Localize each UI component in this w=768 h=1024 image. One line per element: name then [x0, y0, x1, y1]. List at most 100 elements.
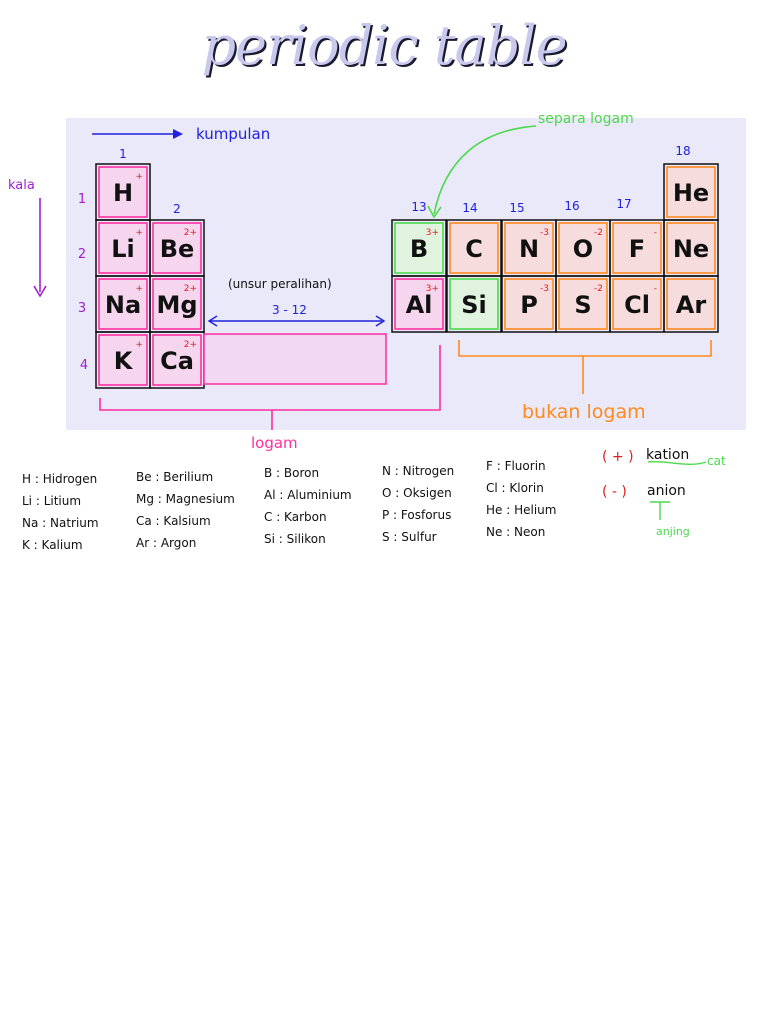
cell-fill: [666, 166, 716, 218]
legend-column-4: N : Nitrogen O : Oksigen P : Fosforus S …: [382, 460, 454, 548]
element-symbol: B: [410, 235, 428, 263]
element-symbol: H: [113, 179, 133, 207]
transition-arrow-left: [207, 315, 218, 327]
group-number: 15: [509, 201, 524, 215]
element-symbol: Be: [160, 235, 195, 263]
legend-entry: Mg : Magnesium: [136, 492, 235, 506]
element-cell-ne: Ne: [663, 219, 719, 277]
period-number: 3: [78, 301, 86, 316]
legend-column-3: B : Boron Al : Aluminium C : Karbon Si :…: [264, 462, 352, 550]
group-axis-label: kumpulan: [196, 125, 270, 143]
element-charge: -2: [594, 228, 603, 238]
element-symbol: P: [520, 291, 538, 319]
element-cell-f: F-: [609, 219, 665, 277]
positive-word: kation: [646, 447, 689, 463]
cell-outline: [446, 275, 502, 333]
group-number: 17: [616, 197, 631, 211]
positive-sign: ( + ): [602, 449, 634, 465]
group-arrowhead: [173, 129, 183, 139]
element-symbol: S: [574, 291, 591, 319]
legend-entry: Be : Berilium: [136, 470, 214, 484]
element-charge: 3+: [426, 228, 439, 238]
element-charge: 2+: [184, 228, 197, 238]
cell-fill: [152, 278, 202, 330]
period-axis-label: kala: [8, 178, 35, 193]
cell-outline: [663, 275, 719, 333]
element-cell-al: Al3+: [391, 275, 447, 333]
legend-entry: Al : Aluminium: [264, 488, 352, 502]
cell-fill: [449, 278, 499, 330]
metal-brace: [99, 345, 441, 411]
legend-entry: B : Boron: [264, 466, 320, 480]
negative-hint: anjing: [656, 525, 690, 538]
cell-fill: [612, 222, 662, 274]
legend-column-1: H : Hidrogen Li : Litium Na : Natrium K …: [22, 468, 99, 556]
cell-fill: [558, 278, 608, 330]
element-charge: 2+: [184, 340, 197, 350]
cell-fill: [504, 278, 554, 330]
legend-entry: Ar : Argon: [136, 536, 197, 550]
element-charge: +: [135, 172, 143, 182]
page-title: periodic table: [201, 14, 567, 77]
cell-fill: [98, 222, 148, 274]
element-symbol: N: [519, 235, 539, 263]
period-number: 4: [80, 358, 88, 373]
legend-entry: Na : Natrium: [22, 516, 99, 530]
element-cell-b: B3+: [391, 219, 447, 277]
element-cell-s: S-2: [555, 275, 611, 333]
element-cell-n: N-3: [501, 219, 557, 277]
group-number: 1: [119, 147, 127, 161]
cell-outline: [391, 275, 447, 333]
element-cell-li: Li+: [95, 219, 151, 277]
element-cell-h: H+: [95, 163, 151, 221]
element-symbol: Li: [111, 235, 135, 263]
group-number: 16: [564, 199, 579, 213]
cell-fill: [449, 222, 499, 274]
legend-entry: F : Fluorin: [486, 459, 546, 473]
legend-entry: He : Helium: [486, 503, 557, 517]
group-number: 13: [411, 200, 426, 214]
nonmetal-brace: [458, 340, 712, 357]
positive-hint: cat: [707, 454, 726, 468]
element-cell-na: Na+: [95, 275, 151, 333]
cell-fill: [98, 334, 148, 386]
element-symbol: Si: [461, 291, 487, 319]
cell-fill: [98, 166, 148, 218]
legend-entry: S : Sulfur: [382, 530, 437, 544]
legend-column-5: F : Fluorin Cl : Klorin He : Helium Ne :…: [486, 455, 556, 543]
group-number: 14: [462, 201, 477, 215]
metalloid-arrow: [433, 125, 537, 215]
legend-entry: O : Oksigen: [382, 486, 452, 500]
legend-column-2: Be : Berilium Mg : Magnesium Ca : Kalsiu…: [136, 466, 235, 554]
legend-entry: Si : Silikon: [264, 532, 326, 546]
transition-range: 3 - 12: [272, 303, 307, 317]
element-symbol: Na: [105, 291, 141, 319]
element-symbol: O: [573, 235, 593, 263]
element-charge: -3: [540, 284, 549, 294]
element-cell-p: P-3: [501, 275, 557, 333]
cell-fill: [394, 278, 444, 330]
legend-entry: N : Nitrogen: [382, 464, 455, 478]
element-cell-ar: Ar: [663, 275, 719, 333]
group-number: 2: [173, 202, 181, 216]
cell-fill: [666, 222, 716, 274]
legend-entry: Ca : Kalsium: [136, 514, 211, 528]
element-charge: -: [654, 284, 657, 294]
element-cell-he: He: [663, 163, 719, 221]
element-symbol: He: [673, 179, 709, 207]
element-charge: -3: [540, 228, 549, 238]
element-symbol: K: [114, 347, 134, 375]
cell-fill: [98, 278, 148, 330]
metalloid-arrowhead: [427, 205, 442, 219]
element-charge: 3+: [426, 284, 439, 294]
element-charge: -2: [594, 284, 603, 294]
legend-entry: C : Karbon: [264, 510, 327, 524]
cell-fill: [152, 334, 202, 386]
element-symbol: Ne: [673, 235, 709, 263]
element-cell-k: K+: [95, 331, 151, 389]
negative-sign: ( - ): [602, 484, 627, 500]
legend-entry: K : Kalium: [22, 538, 83, 552]
legend-entry: Ne : Neon: [486, 525, 546, 539]
negative-word: anion: [647, 483, 686, 499]
element-cell-be: Be2+: [149, 219, 205, 277]
